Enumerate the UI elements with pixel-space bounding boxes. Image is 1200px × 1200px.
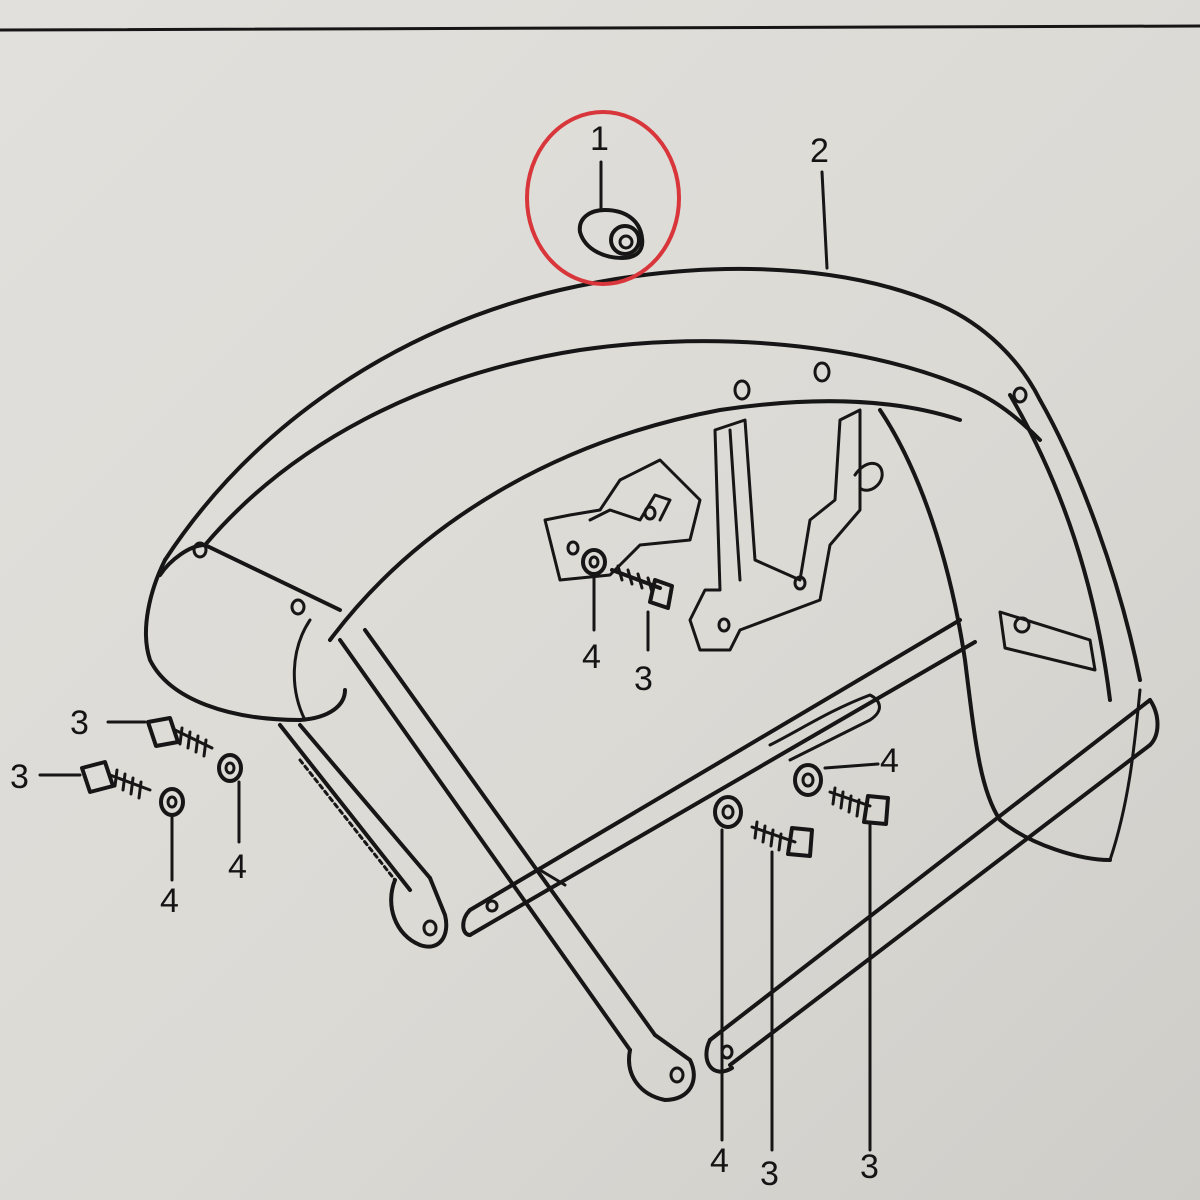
hardware-left <box>38 716 243 882</box>
callout-4-bottom: 4 <box>710 1142 729 1180</box>
hardware-upper-center <box>581 548 674 652</box>
part-1-cap <box>525 110 681 286</box>
rear-fender <box>143 266 1142 862</box>
fender-stay-frame <box>278 610 1160 1102</box>
callout-3-bottom-center: 3 <box>760 1155 779 1193</box>
fender-inner-brackets <box>543 408 884 652</box>
callout-3-left: 3 <box>10 758 29 796</box>
callout-2: 2 <box>810 132 829 170</box>
highlight-circle <box>525 110 681 286</box>
callout-3-left-top: 3 <box>70 704 89 742</box>
callout-labels: 1 2 3 3 3 3 3 4 4 4 4 4 <box>10 120 899 1193</box>
callout-4-left: 4 <box>160 882 179 920</box>
callout-3-bottom-right: 3 <box>860 1148 879 1186</box>
callout-1: 1 <box>590 120 609 158</box>
hardware-lower-right <box>713 762 890 1152</box>
callout-4-upper-center: 4 <box>582 638 601 676</box>
callout-4-left-right: 4 <box>228 848 247 886</box>
page-top-rule <box>0 24 1200 32</box>
callout-3-upper-center: 3 <box>634 660 653 698</box>
callout-4-lower-right: 4 <box>880 742 899 780</box>
